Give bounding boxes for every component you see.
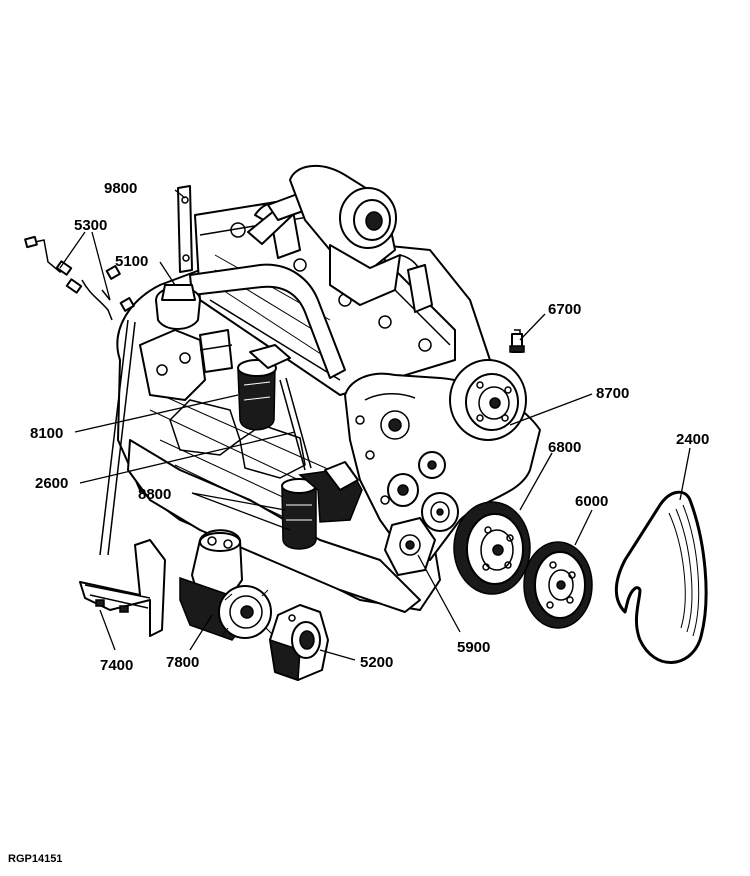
callout-labels: 9800 5300 5100 6700 8700 8100 2400 6800 … <box>30 180 709 674</box>
callout-5900: 5900 <box>457 639 490 656</box>
turbocharger <box>289 164 433 313</box>
callout-8700: 8700 <box>596 385 629 402</box>
air-compressor <box>179 529 273 641</box>
figure-reference: RGP14151 <box>8 853 62 865</box>
oil-filter <box>237 344 291 431</box>
callout-5300: 5300 <box>74 217 107 234</box>
callout-2600: 2600 <box>35 475 68 492</box>
callout-2400: 2400 <box>676 431 709 448</box>
belt-tensioner <box>384 517 436 576</box>
fuel-filters <box>281 461 363 550</box>
callout-6700: 6700 <box>548 301 581 318</box>
callout-9800: 9800 <box>104 180 137 197</box>
temperature-switch <box>509 329 525 353</box>
crankshaft-pulley <box>523 541 593 629</box>
primer-housing <box>155 284 233 373</box>
wiring-lines <box>99 319 312 556</box>
callout-5100: 5100 <box>115 253 148 270</box>
lifting-bracket <box>177 185 193 273</box>
sensors <box>24 235 135 321</box>
callout-8100: 8100 <box>30 425 63 442</box>
callout-6000: 6000 <box>575 493 608 510</box>
cylinder-head <box>194 194 456 396</box>
callout-6800: 6800 <box>548 439 581 456</box>
callout-8800: 8800 <box>138 486 171 503</box>
serpentine-belt <box>614 490 708 664</box>
callout-7400: 7400 <box>100 657 133 674</box>
idler-pulleys <box>387 451 459 532</box>
fan-drive-pulley <box>449 359 527 441</box>
callout-7800: 7800 <box>166 654 199 671</box>
mounting-bracket <box>79 539 166 637</box>
adapter-housing <box>269 604 329 682</box>
callout-5200: 5200 <box>360 654 393 671</box>
leader-lines <box>59 189 691 661</box>
crankshaft-damper <box>453 501 531 595</box>
